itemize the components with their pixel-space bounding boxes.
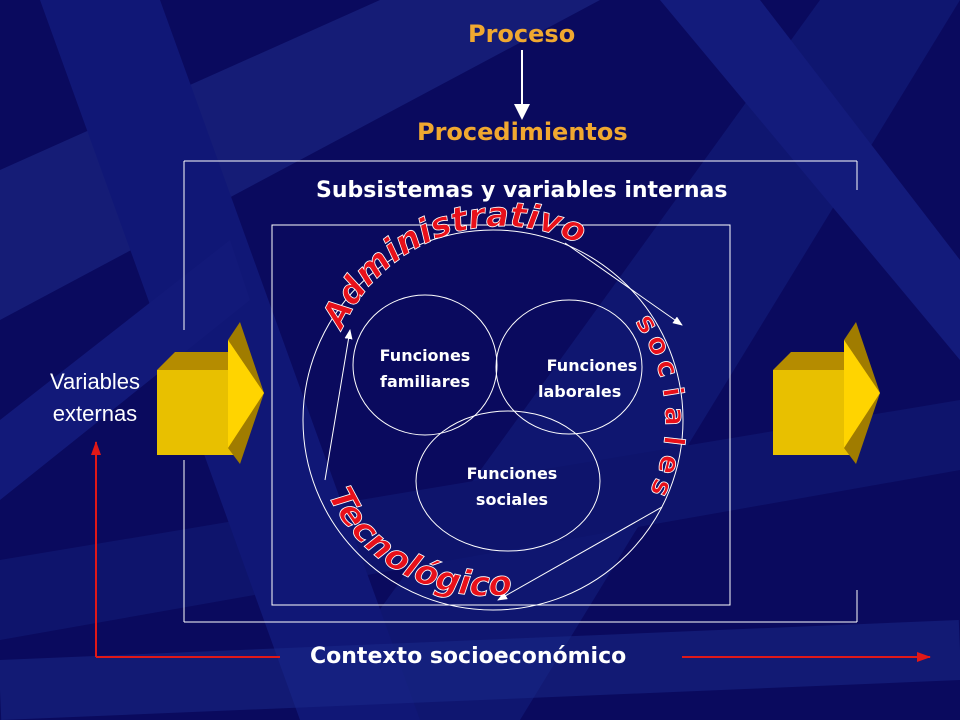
- social-functions-line1: Funciones: [466, 464, 558, 483]
- outer-ring: [302, 229, 684, 611]
- external-variables-line1: Variables: [49, 369, 141, 394]
- sociales-letter: l: [657, 434, 691, 447]
- context-label: Contexto socioeconómico: [310, 644, 627, 669]
- social-functions-label: Funciones sociales: [455, 461, 569, 513]
- labor-functions-line1: Funciones: [546, 356, 638, 375]
- cycle-arrow-tech-to-admin: [324, 329, 353, 481]
- outer-frame: [183, 160, 858, 623]
- subsystems-heading: Subsistemas y variables internas: [316, 178, 728, 203]
- social-functions-line2: sociales: [475, 490, 549, 509]
- labor-functions-circle: [495, 299, 643, 435]
- cycle-arrow-social-to-tech: [497, 506, 663, 601]
- family-functions-circle: [352, 294, 498, 436]
- family-functions-label: Funciones familiares: [368, 343, 482, 395]
- process-label: Proceso: [468, 20, 576, 48]
- down-arrow-icon: [514, 50, 530, 120]
- right-block-arrow-icon: [773, 322, 880, 464]
- right-block-arrow-icon: [157, 322, 264, 464]
- procedures-label: Procedimientos: [417, 118, 628, 146]
- external-variables-line2: externas: [52, 401, 138, 426]
- sociales-letter: a: [658, 407, 691, 427]
- external-variables-label: Variables externas: [30, 366, 160, 430]
- cycle-arrow-admin-to-social: [564, 242, 683, 326]
- family-functions-line2: familiares: [380, 372, 470, 391]
- labor-functions-line2: laborales: [538, 382, 622, 401]
- inner-frame: [271, 224, 731, 606]
- labor-functions-label: Funciones laborales: [532, 353, 652, 405]
- family-functions-line1: Funciones: [379, 346, 471, 365]
- social-functions-circle: [415, 410, 601, 552]
